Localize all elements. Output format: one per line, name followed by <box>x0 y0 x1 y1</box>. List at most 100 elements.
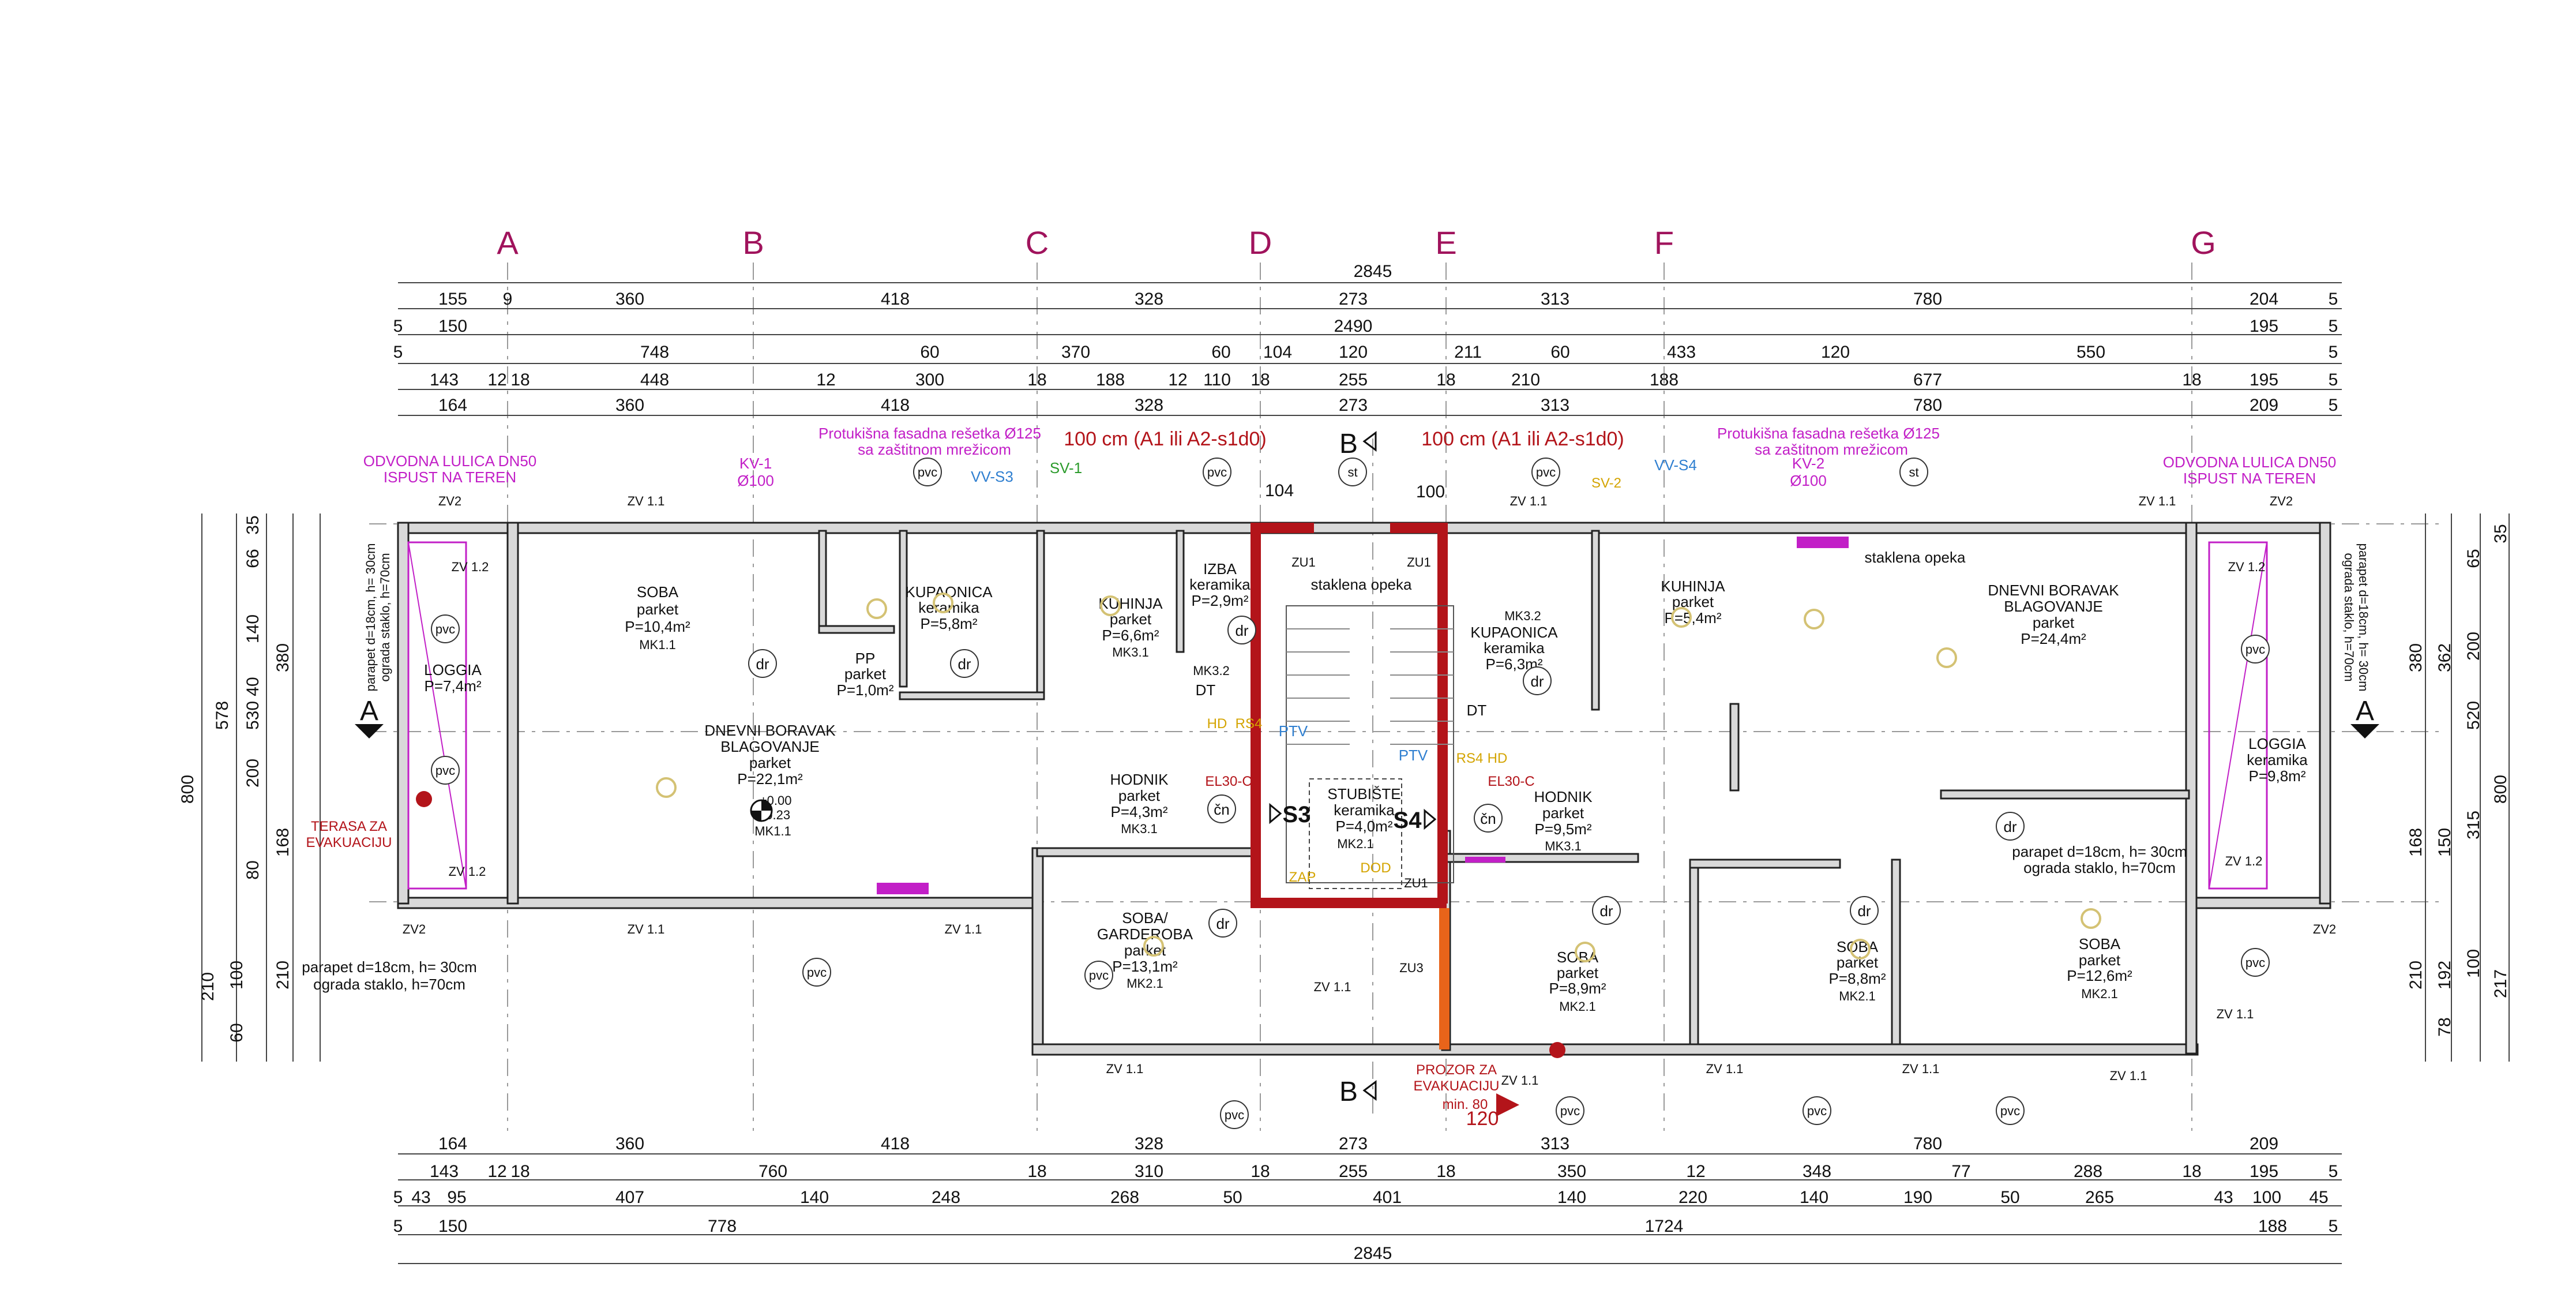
zv-label: ZV 1.1 <box>1706 1062 1744 1076</box>
dim-label: 35 <box>2491 524 2510 543</box>
room-area: P=8,8m² <box>1829 970 1886 987</box>
window-tag-pvc: pvc <box>807 965 827 980</box>
dim-label: 265 <box>2085 1188 2114 1207</box>
dim-label: 95 <box>447 1188 466 1207</box>
dim-label: 778 <box>708 1217 737 1236</box>
zu1-label: ZU1 <box>1404 876 1428 890</box>
dim-label: 188 <box>1096 370 1125 389</box>
zu1-label: ZU1 <box>1407 555 1431 569</box>
dim-label: 209 <box>2250 396 2278 415</box>
section-mark-b-bottom: B <box>1339 1077 1358 1107</box>
room-area: P=22,1m² <box>737 770 803 788</box>
window-tag-pvc: pvc <box>1225 1108 1244 1122</box>
zv-label: ZV 1.2 <box>2228 560 2266 574</box>
grid-axis-lines <box>369 263 2440 1131</box>
room-name: KUHINJA <box>1661 578 1725 595</box>
zv-label: ZV 1.2 <box>449 864 486 879</box>
grid-label-f: F <box>1654 224 1674 261</box>
door-tag-dr: dr <box>1857 902 1871 920</box>
room-area: P=1,0m² <box>837 681 894 699</box>
door-tag-dr: dr <box>957 655 971 673</box>
room-area: P=2,9m² <box>1192 592 1249 609</box>
terasa-label: TERASA ZA <box>311 819 387 834</box>
dim-label: 18 <box>510 1162 530 1181</box>
window-tag-pvc: pvc <box>435 763 455 778</box>
zv-label: ZV2 <box>438 494 461 508</box>
dim-label: 120 <box>1339 343 1368 362</box>
dim-label: 140 <box>1800 1188 1828 1207</box>
parapet-label: parapet d=18cm, h= 30cm <box>302 958 477 976</box>
right-dimensions: 800 520 380 362 200 315 168 150 100 192 … <box>2406 524 2510 1036</box>
parapet-label: ograda staklo, h=70cm <box>378 553 392 681</box>
dim-label: 433 <box>1667 343 1696 362</box>
door-tag-dr: dr <box>756 655 769 673</box>
dim-label: 211 <box>1454 343 1482 362</box>
dim-label: 5 <box>2329 1162 2338 1181</box>
dim-label: 273 <box>1339 290 1368 309</box>
room-name: PP <box>855 650 876 667</box>
room-code: MK3.1 <box>1545 839 1582 853</box>
dim-label: 140 <box>1557 1188 1586 1207</box>
parapet-label: parapet d=18cm, h= 30cm <box>363 543 378 692</box>
dim-label: 760 <box>758 1162 787 1181</box>
parapet-label: parapet d=18cm, h= 30cm <box>2012 843 2187 860</box>
dim-label: 168 <box>2406 828 2425 857</box>
room-area: P=4,3m² <box>1111 803 1168 820</box>
resetka-label-2: sa zaštitnom mrežicom <box>1755 441 1908 458</box>
room-floor: keramika <box>1189 576 1251 593</box>
dim-label: 350 <box>1557 1162 1586 1181</box>
parapet-label: ograda staklo, h=70cm <box>313 976 465 993</box>
dim-label: 1724 <box>1645 1217 1684 1236</box>
installation-annotations: VV-S3 SV-1 VV-S4 SV-2 PTV PTV <box>971 456 1697 764</box>
room-floor: keramika <box>918 599 979 616</box>
dim-label: 190 <box>1903 1188 1932 1207</box>
zv-label: ZV 1.1 <box>1501 1073 1539 1088</box>
room-name: DNEVNI BORAVAK <box>704 722 836 739</box>
parapet-label: ograda staklo, h=70cm <box>2342 553 2356 681</box>
window-tag-pvc: pvc <box>1207 465 1227 479</box>
dim-label: 195 <box>2250 370 2278 389</box>
el30-label: EL30-C <box>1205 774 1252 789</box>
kv1-diameter: Ø100 <box>737 472 774 489</box>
room-area: P=8,9m² <box>1549 980 1606 997</box>
prozor-label: PROZOR ZA <box>1416 1062 1497 1078</box>
zu1-label: ZU1 <box>1291 555 1316 569</box>
room-name: HODNIK <box>1110 771 1169 788</box>
dim-label: 5 <box>2329 290 2338 309</box>
room-code: MK2.1 <box>1337 837 1374 851</box>
dim-label: 800 <box>178 775 197 804</box>
room-labels: SOBA parket P=10,4m² MK1.1 KUPAONICA ker… <box>424 560 2308 1014</box>
dim-label: 268 <box>1110 1188 1139 1207</box>
room-name: HODNIK <box>1534 788 1593 805</box>
prozor-label-3: min. 80 <box>1443 1097 1488 1112</box>
dim-label: 164 <box>438 1134 467 1153</box>
room-name: LOGGIA <box>424 661 482 679</box>
dim-label: 100 <box>227 961 246 989</box>
dim-label: 5 <box>2329 396 2338 415</box>
kv2-label: KV-2 <box>1792 455 1824 472</box>
dim-label: 150 <box>438 1217 467 1236</box>
odvodna-lulica-label: ODVODNA LULICA DN50 <box>363 452 537 470</box>
dim-label: 310 <box>1135 1162 1163 1181</box>
dim-label: 80 <box>243 860 262 879</box>
grid-label-g: G <box>2191 224 2216 261</box>
top-dimension-lines <box>398 282 2342 416</box>
room-floor: parket <box>1837 954 1879 971</box>
window-tag-pvc: pvc <box>1807 1104 1827 1118</box>
dim-label: 220 <box>1678 1188 1707 1207</box>
dim-label: 313 <box>1541 396 1569 415</box>
dim-label: 748 <box>640 343 669 362</box>
dim-label: 418 <box>881 396 910 415</box>
dim-label: 313 <box>1541 1134 1569 1153</box>
window-tag-st: st <box>1909 465 1918 479</box>
dim-label: 520 <box>2464 701 2483 730</box>
dim-label: 5 <box>2329 1217 2338 1236</box>
dim-label: 418 <box>881 1134 910 1153</box>
room-code: MK1.1 <box>639 638 676 652</box>
dim-label: 140 <box>800 1188 829 1207</box>
vv-s4-label: VV-S4 <box>1654 456 1697 474</box>
dim-label: 18 <box>1436 370 1455 389</box>
window-tag-pvc: pvc <box>1089 968 1109 983</box>
dim-label: 110 <box>1203 370 1231 389</box>
